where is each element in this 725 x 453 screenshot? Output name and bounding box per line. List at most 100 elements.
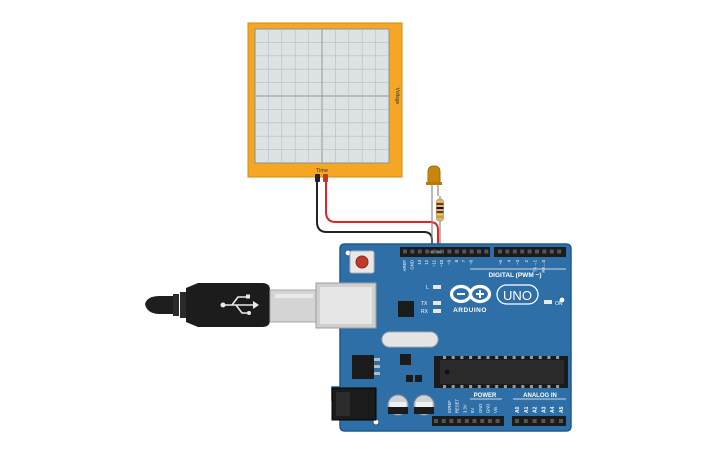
dc-power-jack-inner xyxy=(336,392,350,416)
header-pin-hole[interactable] xyxy=(535,249,539,254)
ic-pin xyxy=(460,385,464,388)
header-pin-hole[interactable] xyxy=(487,419,492,423)
usb-plug-metal-highlight xyxy=(275,294,313,298)
wire-red[interactable] xyxy=(325,182,439,252)
digital-pin-label: GND xyxy=(409,260,414,270)
header-pin-hole[interactable] xyxy=(505,249,510,254)
usb-cable[interactable] xyxy=(145,283,319,327)
analog-pin-label: A1 xyxy=(524,406,530,413)
digital-pin-label: 7 xyxy=(461,259,466,262)
oscilloscope[interactable]: Time Voltage xyxy=(247,22,403,182)
header-pin-hole[interactable] xyxy=(520,249,525,254)
header-pin-hole[interactable] xyxy=(447,249,452,254)
voltage-regulator xyxy=(352,355,374,379)
header-pin-hole[interactable] xyxy=(549,249,554,254)
digital-pin-label: 12 xyxy=(424,259,429,264)
header-pin-hole[interactable] xyxy=(410,249,415,254)
ic-pin xyxy=(469,385,473,388)
digital-pin-label: AREF xyxy=(402,260,407,272)
header-pin-hole[interactable] xyxy=(417,249,422,254)
header-pin-hole[interactable] xyxy=(441,419,446,423)
power-pin-label: GND xyxy=(478,404,483,413)
capacitor xyxy=(387,394,409,416)
header-pin-hole[interactable] xyxy=(462,249,467,254)
header-pin-hole[interactable] xyxy=(527,249,532,254)
header-pin-hole[interactable] xyxy=(403,249,407,254)
header-pin-hole[interactable] xyxy=(454,249,459,254)
header-pin-hole[interactable] xyxy=(532,419,537,423)
wire-black[interactable] xyxy=(316,182,433,252)
header-pin-hole[interactable] xyxy=(449,419,454,423)
ic-pin xyxy=(538,385,542,388)
header-pin-hole[interactable] xyxy=(541,419,546,423)
header-pin-hole[interactable] xyxy=(495,419,500,423)
digital-pin-label: ~3 xyxy=(515,259,520,265)
header-pin-hole[interactable] xyxy=(523,419,528,423)
header-pin-hole[interactable] xyxy=(550,419,555,423)
digital-pin-label: 4 xyxy=(507,259,512,262)
header-pin-hole[interactable] xyxy=(512,249,517,254)
oscilloscope-probe-red-terminal[interactable] xyxy=(323,174,328,182)
atmega-microcontroller xyxy=(440,360,564,384)
arduino-logo-text: ARDUINO xyxy=(453,307,487,314)
ic-pin xyxy=(451,385,455,388)
header-pin-hole[interactable] xyxy=(425,249,430,254)
header-pin-hole[interactable] xyxy=(440,249,444,254)
rx-led xyxy=(433,309,441,313)
atmega-pins xyxy=(443,356,560,388)
resistor-band-3 xyxy=(436,211,444,213)
digital-pin-label: ~6 xyxy=(469,259,474,265)
header-pin-hole[interactable] xyxy=(432,249,437,254)
led-body[interactable] xyxy=(427,165,441,184)
ic-pin xyxy=(521,356,525,359)
uno-model-text: UNO xyxy=(503,288,532,303)
header-pin-hole[interactable] xyxy=(559,419,563,423)
ic-pin xyxy=(521,385,525,388)
ic-pin xyxy=(547,356,551,359)
header-pin-hole[interactable] xyxy=(434,419,438,423)
header-pin-hole[interactable] xyxy=(457,419,462,423)
ic-pin xyxy=(530,385,533,388)
ic-pin xyxy=(486,385,490,388)
voltage-regulator-pin xyxy=(374,365,380,368)
header-pin-hole[interactable] xyxy=(472,419,477,423)
header-pin-hole[interactable] xyxy=(477,249,481,254)
oscilloscope-probe-black-terminal[interactable] xyxy=(315,174,320,182)
atmega-notch xyxy=(444,369,450,375)
digital-pin-label: 8 xyxy=(454,259,459,262)
analog-header[interactable] xyxy=(512,416,566,426)
small-component xyxy=(406,375,413,382)
ic-pin xyxy=(460,356,464,359)
usb-cable-strain-relief-1 xyxy=(173,294,179,316)
power-pin-label: IOREF xyxy=(447,400,452,413)
header-pin-hole[interactable] xyxy=(557,249,562,254)
resistor-band-4 xyxy=(436,216,444,218)
power-pin-label: GND xyxy=(486,404,491,413)
small-chip xyxy=(400,354,411,365)
led-component[interactable] xyxy=(426,165,442,252)
ic-pin xyxy=(503,385,507,388)
header-pin-hole[interactable] xyxy=(484,249,489,254)
header-pin-hole[interactable] xyxy=(542,249,547,254)
digital-header-left[interactable] xyxy=(400,247,490,257)
header-pin-hole[interactable] xyxy=(498,249,502,254)
resistor-band-1 xyxy=(436,203,444,205)
header-pin-hole[interactable] xyxy=(515,419,519,423)
digital-header-label: DIGITAL (PWM ~) xyxy=(488,272,541,279)
power-label: POWER xyxy=(474,393,497,399)
header-pin-hole[interactable] xyxy=(480,419,485,423)
power-pin-label: RESET xyxy=(455,399,460,413)
power-pin-label: Vin xyxy=(493,406,498,413)
ic-pin xyxy=(556,385,560,388)
ic-pin xyxy=(443,356,446,359)
header-pin-hole[interactable] xyxy=(469,249,474,254)
digital-pin-label: 2 xyxy=(524,259,529,262)
analog-pin-label: A0 xyxy=(515,406,521,413)
digital-pin-label: ~5 xyxy=(498,259,503,265)
resistor-component[interactable] xyxy=(436,196,444,252)
header-pin-hole[interactable] xyxy=(464,419,469,423)
reset-button[interactable] xyxy=(355,255,369,269)
